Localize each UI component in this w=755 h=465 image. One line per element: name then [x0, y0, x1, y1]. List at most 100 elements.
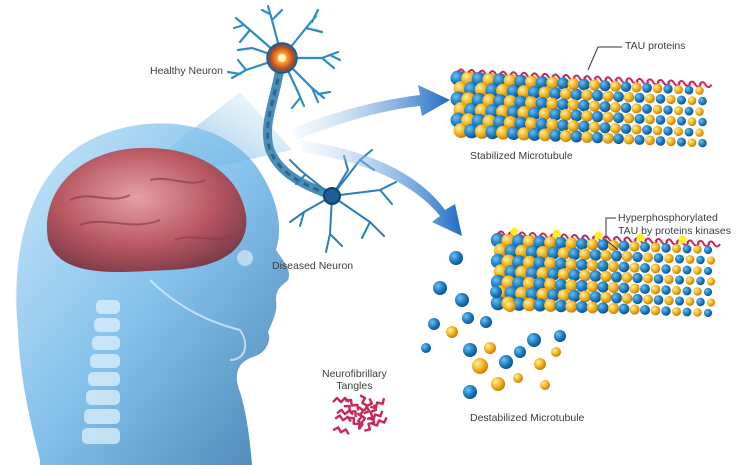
tubulin-beta	[695, 107, 703, 115]
tubulin-alpha	[704, 309, 712, 317]
tubulin-alpha	[685, 107, 694, 116]
tubulin-beta	[664, 296, 673, 305]
tubulin-beta	[546, 119, 558, 131]
tubulin-alpha	[677, 138, 686, 147]
tubulin-alpha	[696, 277, 704, 285]
tubulin-beta	[672, 286, 681, 295]
tubulin-beta	[565, 300, 577, 312]
tubulin-alpha	[685, 86, 694, 95]
tubulin-beta	[568, 120, 580, 132]
tubulin-beta	[643, 273, 653, 283]
tubulin-beta	[666, 116, 675, 125]
tubulin-beta	[568, 78, 580, 90]
stabilized-microtubule-icon	[451, 70, 712, 148]
tubulin-alpha	[555, 279, 568, 292]
arrow-to-stabilized	[292, 85, 450, 140]
tubulin-alpha	[557, 77, 569, 89]
tubulin-beta	[695, 128, 703, 136]
tubulin-alpha	[590, 291, 602, 303]
tubulin-alpha	[480, 316, 492, 328]
tubulin-beta	[622, 272, 633, 283]
tubulin-alpha	[704, 267, 712, 275]
tubulin-beta	[666, 95, 675, 104]
tubulin-alpha	[632, 273, 642, 283]
tubulin-alpha	[576, 301, 588, 313]
tubulin-beta	[651, 264, 661, 274]
tubulin-alpha	[619, 304, 630, 315]
tubulin-beta	[666, 137, 675, 146]
destabilized-microtubule-label: Destabilized Microtubule	[470, 412, 584, 424]
tubulin-alpha	[554, 330, 566, 342]
tubulin-beta	[672, 244, 681, 253]
tubulin-alpha	[599, 80, 610, 91]
tubulin-beta	[608, 303, 619, 314]
tubulin-beta	[446, 326, 458, 338]
tubulin-alpha	[698, 139, 706, 147]
tubulin-beta	[540, 380, 550, 390]
tubulin-alpha	[597, 260, 608, 271]
tubulin-beta	[664, 254, 673, 263]
tubulin-alpha	[704, 288, 712, 296]
tubulin-beta	[622, 293, 633, 304]
tubulin-alpha	[455, 293, 469, 307]
stabilized-microtubule-label: Stabilized Microtubule	[470, 150, 573, 162]
tubulin-beta	[651, 243, 661, 253]
tubulin-alpha	[613, 91, 624, 102]
tubulin-beta	[693, 287, 701, 295]
tubulin-beta	[581, 131, 593, 143]
tangles-line-2: Tangles	[322, 380, 387, 392]
tubulin-alpha	[640, 263, 650, 273]
tubulin-beta	[589, 100, 600, 111]
tubulin-beta	[565, 279, 577, 291]
tubulin-beta	[686, 255, 695, 264]
hyperphosphorylated-tau-line-1: Hyperphosphorylated	[618, 212, 731, 225]
tubulin-alpha	[555, 300, 568, 313]
tubulin-beta	[622, 251, 633, 262]
tubulin-beta	[546, 98, 558, 110]
tubulin-alpha	[632, 294, 642, 304]
tangle-fiber	[333, 426, 349, 434]
tubulin-alpha	[499, 355, 513, 369]
tubulin-beta	[600, 250, 611, 261]
tubulin-beta	[653, 84, 663, 94]
tubulin-alpha	[698, 97, 706, 105]
tubulin-alpha	[549, 87, 561, 99]
tubulin-beta	[558, 247, 571, 260]
tubulin-alpha	[619, 262, 630, 273]
tubulin-beta	[484, 342, 496, 354]
tubulin-beta	[631, 82, 641, 92]
tubulin-beta	[624, 134, 634, 144]
tubulin-beta	[558, 289, 571, 302]
tubulin-beta	[546, 77, 558, 89]
tubulin-alpha	[675, 275, 684, 284]
tubulin-alpha	[661, 264, 670, 273]
tubulin-alpha	[654, 295, 664, 305]
tubulin-beta	[579, 270, 591, 282]
tubulin-alpha	[592, 111, 603, 122]
tubulin-beta	[587, 281, 599, 293]
tubulin-alpha	[433, 281, 447, 295]
tubulin-beta	[579, 249, 591, 261]
tubulin-alpha	[696, 256, 704, 264]
tubulin-alpha	[462, 312, 474, 324]
tubulin-alpha	[656, 115, 666, 125]
tubulin-alpha	[656, 136, 666, 146]
tubulin-alpha	[611, 251, 622, 262]
tubulin-alpha	[549, 129, 561, 141]
hyperphosphorylated-tau-line-2: TAU by proteins kinases	[618, 225, 731, 238]
tubulin-alpha	[557, 119, 569, 131]
head-illustration	[16, 123, 289, 465]
tubulin-alpha	[683, 308, 692, 317]
tubulin-alpha	[621, 124, 631, 134]
tubulin-beta	[629, 262, 639, 272]
tubulin-alpha	[597, 302, 608, 313]
tubulin-alpha	[611, 272, 622, 283]
tubulin-beta	[629, 283, 639, 293]
tubulin-alpha	[663, 126, 672, 135]
tubulin-alpha	[663, 84, 672, 93]
tubulin-beta	[674, 127, 683, 136]
tubulin-alpha	[463, 385, 477, 399]
tubulin-alpha	[578, 100, 590, 112]
tubulin-beta	[707, 298, 715, 306]
